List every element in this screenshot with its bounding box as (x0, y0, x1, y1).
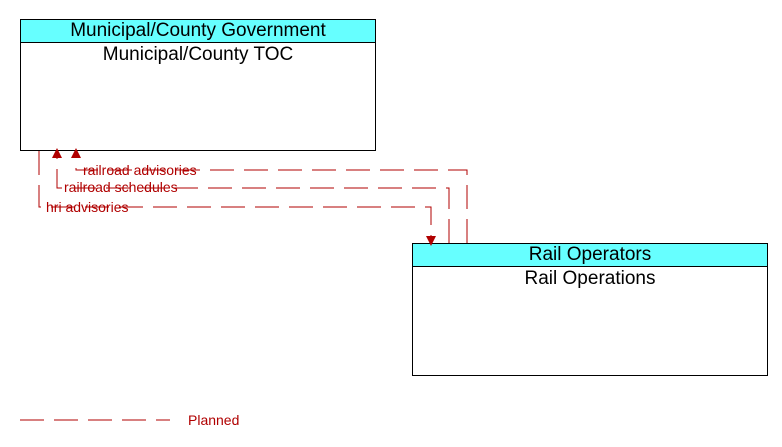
flow-railroad-advisories-label: railroad advisories (83, 162, 197, 178)
rail-operations-label: Rail Operations (524, 268, 656, 289)
flow-railroad-schedules[interactable]: railroad schedules (52, 148, 450, 243)
municipal-county-toc-label: Municipal/County TOC (102, 44, 294, 65)
legend: Planned (20, 412, 239, 428)
flow-railroad-advisories[interactable]: railroad advisories (71, 148, 468, 243)
municipal-county-toc-box[interactable]: Municipal/County Government Municipal/Co… (20, 19, 376, 151)
flow-railroad-schedules-line (52, 148, 450, 243)
legend-planned-label: Planned (188, 412, 239, 428)
municipal-county-government-header: Municipal/County Government (21, 20, 375, 43)
flow-hri-advisories-line (38, 151, 436, 246)
flow-railroad-advisories-line (71, 148, 468, 243)
flow-hri-advisories-label: hri advisories (46, 199, 128, 215)
flow-hri-advisories[interactable]: hri advisories (38, 151, 436, 246)
flow-railroad-schedules-label: railroad schedules (64, 179, 178, 195)
rail-operators-header: Rail Operators (413, 244, 767, 267)
rail-operations-box[interactable]: Rail Operators Rail Operations (412, 243, 768, 376)
